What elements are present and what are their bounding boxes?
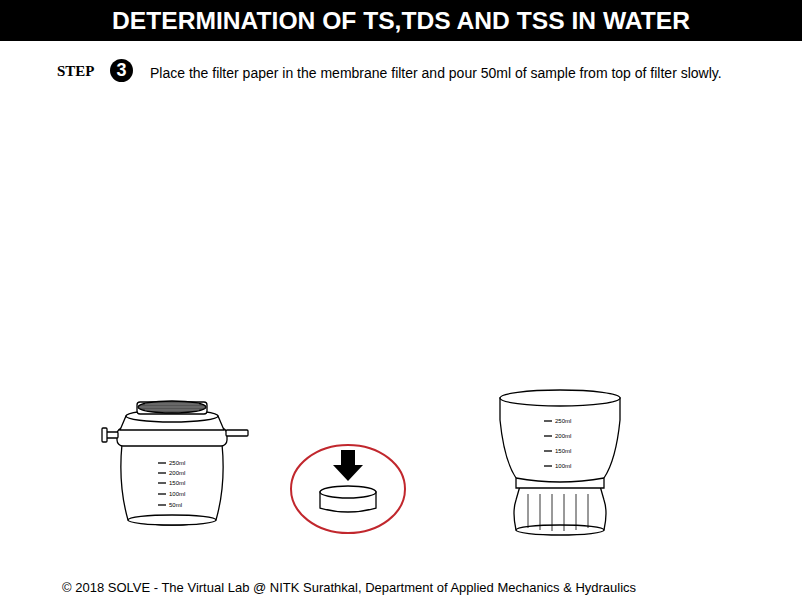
graduation-label: 150ml xyxy=(168,480,186,487)
graduation-label: 250ml xyxy=(554,418,572,425)
instruction-text: Place the filter paper in the membrane f… xyxy=(52,62,767,84)
graduation-label: 100ml xyxy=(554,463,572,470)
step-number: 3 xyxy=(110,59,133,82)
step-number-circle: 3 xyxy=(110,59,133,82)
graduation-label: 200ml xyxy=(168,470,186,477)
graduation-label: 150ml xyxy=(554,448,572,455)
graduation-label: 250ml xyxy=(168,460,186,467)
copyright-caption: © 2018 SOLVE - The Virtual Lab @ NITK Su… xyxy=(62,580,636,596)
step-label: STEP xyxy=(57,62,95,80)
page-title: DETERMINATION OF TS,TDS AND TSS IN WATER xyxy=(0,0,802,41)
graduation-label: 100ml xyxy=(168,491,186,498)
graduation-label: 50ml xyxy=(168,502,183,509)
graduation-label: 200ml xyxy=(554,433,572,440)
